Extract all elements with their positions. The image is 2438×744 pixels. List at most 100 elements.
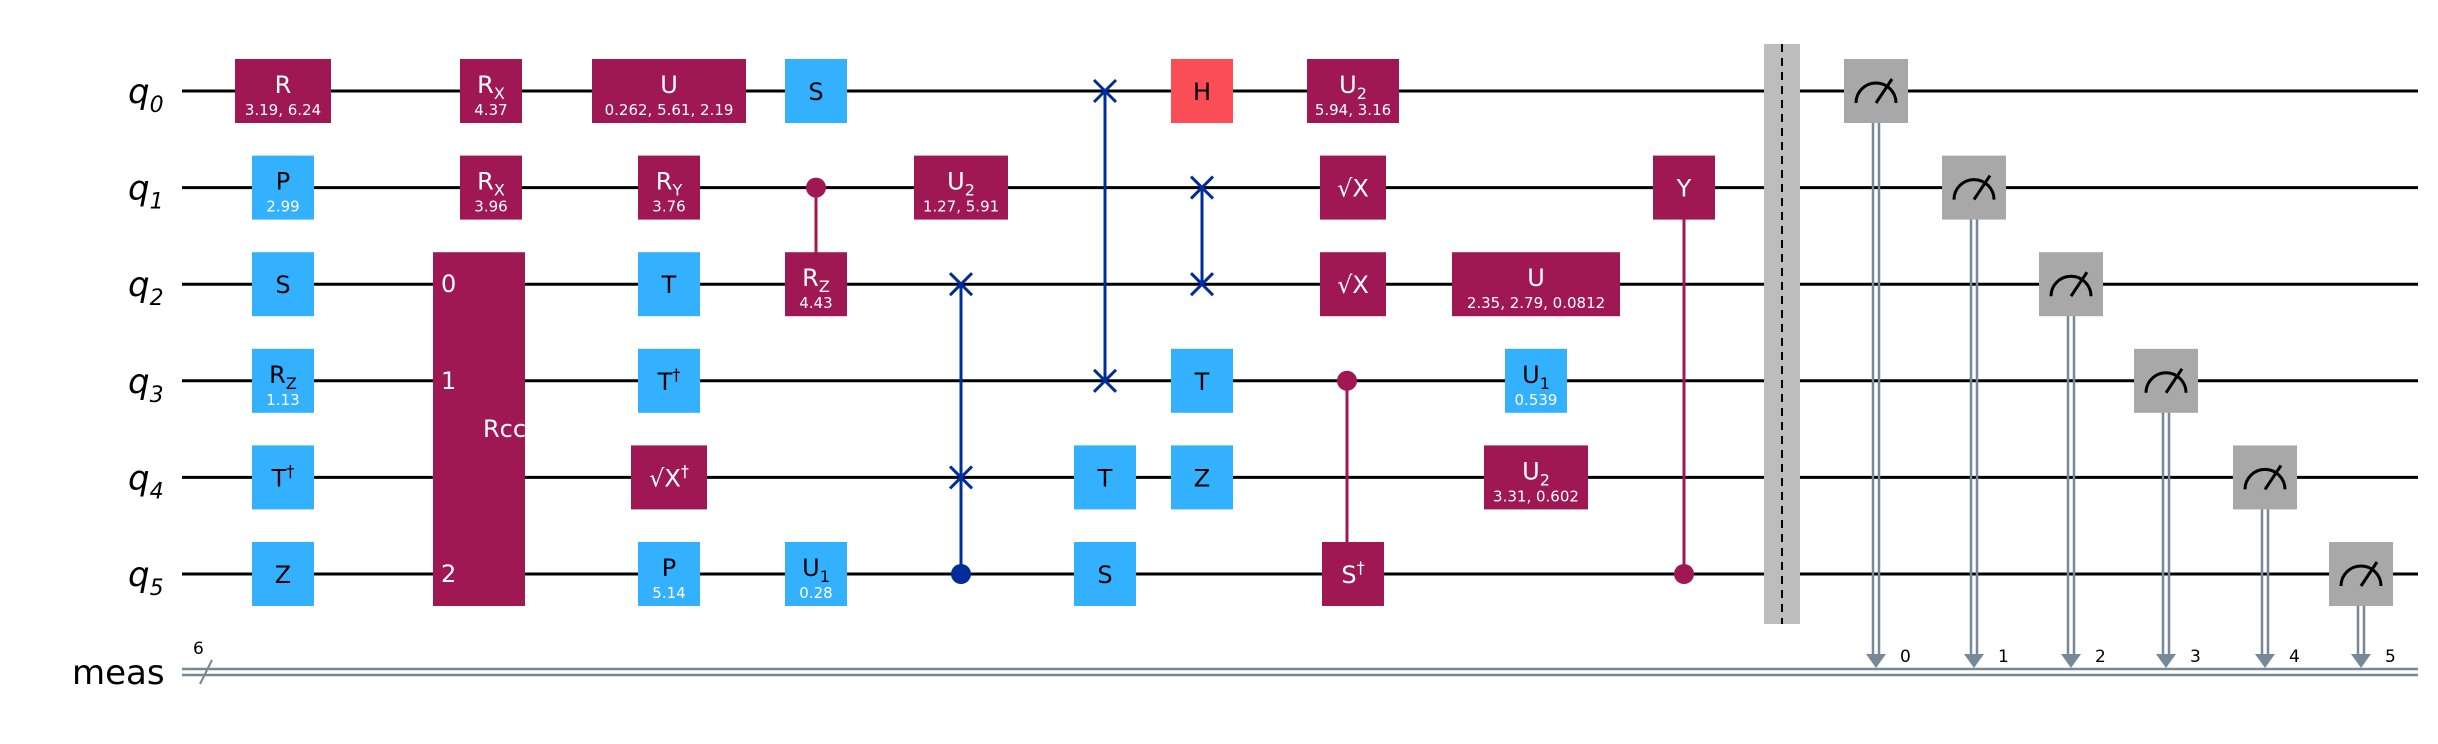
gate-u-2[interactable]: U25.94, 3.16: [1307, 59, 1399, 123]
gate-p[interactable]: P5.14: [638, 542, 700, 606]
gate-t[interactable]: T: [1171, 348, 1233, 413]
qubit-label: q5: [128, 555, 164, 601]
gate-box[interactable]: [785, 542, 847, 606]
rccx-pin-label: 0: [441, 270, 456, 298]
gate-box[interactable]: [235, 59, 331, 123]
gate-params: 5.14: [652, 584, 685, 602]
gate-u-1[interactable]: U10.539: [1505, 348, 1567, 413]
gate-name: H: [1193, 78, 1211, 106]
qubit-label-index: 4: [150, 479, 164, 504]
measure-box[interactable]: [2134, 348, 2198, 413]
qubit-label: q2: [128, 265, 164, 311]
measure-gate[interactable]: [2039, 252, 2103, 317]
gate-sqrtx[interactable]: √X†: [631, 445, 707, 510]
gate-box[interactable]: [638, 252, 700, 317]
gate-box[interactable]: [252, 445, 314, 510]
measure-gate[interactable]: [1942, 155, 2006, 220]
gate-box[interactable]: [1074, 445, 1136, 510]
gate-r-z[interactable]: RZ4.43: [785, 252, 847, 317]
gate-box[interactable]: [1452, 252, 1620, 317]
classical-bit-label: 3: [2190, 647, 2201, 667]
meter-needle-icon: [2359, 561, 2379, 587]
gate-sqrtx[interactable]: √X: [1320, 252, 1386, 317]
gate-box[interactable]: [1171, 348, 1233, 413]
gate-subscript: X: [494, 181, 505, 200]
gate-box[interactable]: [252, 348, 314, 413]
qubit-label: q1: [128, 169, 164, 215]
gate-u-2[interactable]: U23.31, 0.602: [1484, 445, 1588, 510]
meter-arc-icon: [2339, 564, 2383, 587]
measure-box[interactable]: [2233, 445, 2297, 510]
gate-z[interactable]: Z: [1171, 445, 1233, 510]
swap-cross-icon: [1092, 78, 1118, 104]
gate-box[interactable]: [1171, 445, 1233, 510]
measure-box[interactable]: [1844, 59, 1908, 123]
gate-h[interactable]: H: [1171, 59, 1233, 123]
gate-box[interactable]: [1484, 445, 1588, 510]
gate-box[interactable]: [252, 252, 314, 317]
gate-box[interactable]: [638, 348, 700, 413]
gate-name: √X: [1337, 271, 1369, 299]
gate-box[interactable]: [460, 59, 522, 123]
gate-t[interactable]: T†: [638, 348, 700, 413]
qubit-label: q4: [128, 458, 164, 504]
gate-box[interactable]: [460, 155, 522, 220]
gate-y[interactable]: Y: [1653, 155, 1715, 220]
gate-t[interactable]: T: [1074, 445, 1136, 510]
qubit-label-index: 0: [150, 93, 164, 118]
gate-r-x[interactable]: RX3.96: [460, 155, 522, 220]
gate-t[interactable]: T†: [252, 445, 314, 510]
gate-p[interactable]: P2.99: [252, 155, 314, 220]
gate-box[interactable]: [914, 155, 1008, 220]
gate-box[interactable]: [252, 542, 314, 606]
gate-s[interactable]: S†: [1322, 542, 1384, 606]
meter-needle-icon: [2263, 464, 2283, 491]
gate-name: U: [660, 71, 678, 99]
measure-box[interactable]: [2329, 542, 2393, 606]
gate-box[interactable]: [631, 445, 707, 510]
measure-gate[interactable]: [2134, 348, 2198, 413]
gate-sqrtx[interactable]: √X: [1320, 155, 1386, 220]
gate-box[interactable]: [1322, 542, 1384, 606]
gate-box[interactable]: [592, 59, 746, 123]
gate-u[interactable]: U2.35, 2.79, 0.0812: [1452, 252, 1620, 317]
gate-s[interactable]: S: [1074, 542, 1136, 606]
gate-box[interactable]: [1320, 155, 1386, 220]
gate-u-2[interactable]: U21.27, 5.91: [914, 155, 1008, 220]
gate-u[interactable]: U0.262, 5.61, 2.19: [592, 59, 746, 123]
measure-gate[interactable]: [2233, 445, 2297, 510]
gate-box[interactable]: [1074, 542, 1136, 606]
measure-box[interactable]: [1942, 155, 2006, 220]
measure-gate[interactable]: [2329, 542, 2393, 606]
gate-r-x[interactable]: RX4.37: [460, 59, 522, 123]
gate-r-y[interactable]: RY3.76: [638, 155, 700, 220]
gate-box[interactable]: [252, 155, 314, 220]
meter-arc-icon: [2049, 274, 2093, 297]
gate-s[interactable]: S: [785, 59, 847, 123]
gate-box[interactable]: [638, 542, 700, 606]
gate-box[interactable]: [785, 59, 847, 123]
gate-box[interactable]: [638, 155, 700, 220]
classical-register-label: meas: [72, 653, 165, 693]
gate-box[interactable]: [1505, 348, 1567, 413]
gate-box[interactable]: [1320, 252, 1386, 317]
gate-s[interactable]: S: [252, 252, 314, 317]
gate-z[interactable]: Z: [252, 542, 314, 606]
gate-u-1[interactable]: U10.28: [785, 542, 847, 606]
gate-params: 0.28: [799, 584, 832, 602]
gate-t[interactable]: T: [638, 252, 700, 317]
gate-box[interactable]: [1307, 59, 1399, 123]
qubit-label-index: 2: [150, 286, 164, 311]
rccx-gate[interactable]: [433, 252, 525, 606]
gate-superscript: †: [672, 365, 680, 384]
measure-box[interactable]: [2039, 252, 2103, 317]
gate-r[interactable]: R3.19, 6.24: [235, 59, 331, 123]
gate-r-z[interactable]: RZ1.13: [252, 348, 314, 413]
gate-box[interactable]: [1171, 59, 1233, 123]
gate-name: √X: [1337, 175, 1369, 203]
gate-box[interactable]: [1653, 155, 1715, 220]
measure-gate[interactable]: [1844, 59, 1908, 123]
gate-box[interactable]: [785, 252, 847, 317]
control-dot: [806, 177, 826, 198]
